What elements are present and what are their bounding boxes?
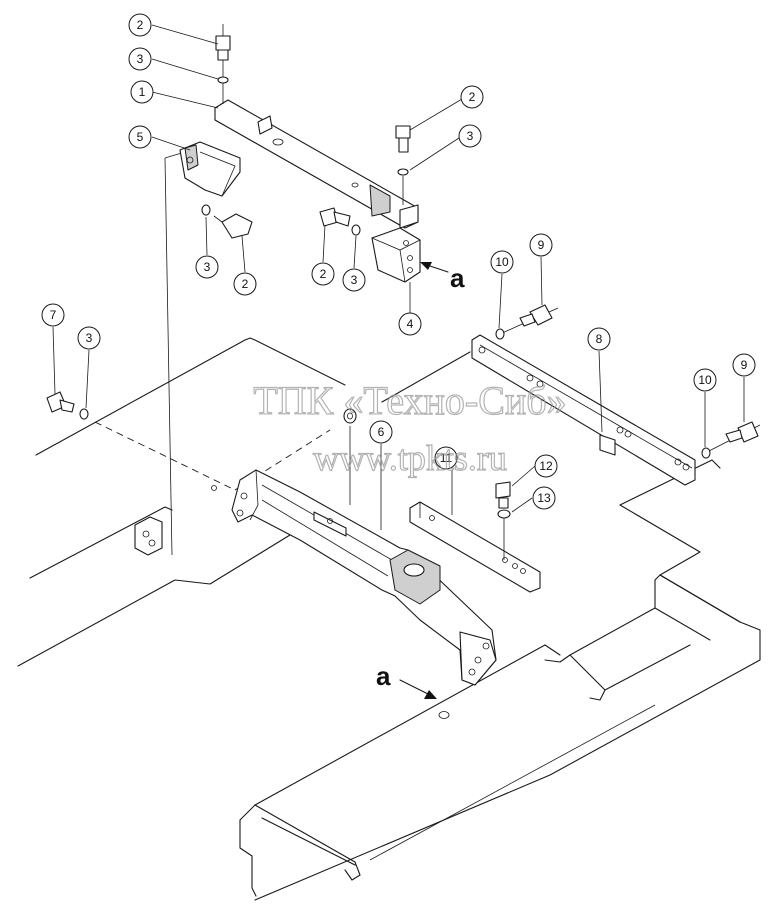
part-1-bracket [214,99,419,229]
part-4-block [371,227,421,283]
svg-text:3: 3 [137,52,144,66]
view-arrow-a-lower: a [376,661,437,699]
callout-7: 7 [41,303,65,327]
callout-2-top: 2 [128,13,152,37]
callout-9-lower: 9 [732,353,756,377]
view-letter-a-lower: a [376,661,391,691]
hidden-lines [94,421,331,491]
part-6-crossmember [231,469,497,686]
svg-text:12: 12 [539,459,553,473]
svg-text:9: 9 [538,238,545,252]
bolt-upper-2 [215,24,231,104]
callout-1: 1 [130,80,154,104]
part-5-bracket [179,141,241,197]
callout-bubbles: 2 3 1 5 2 3 3 2 2 3 4 7 3 10 9 8 10 9 6 … [41,13,756,510]
callout-3-right: 3 [458,124,482,148]
svg-text:7: 7 [50,308,57,322]
watermark: ТПК «Техно-Сиб» www.tpkts.ru [253,377,568,478]
callout-leaders [52,24,745,530]
callout-12: 12 [534,454,558,478]
svg-text:3: 3 [467,129,474,143]
watermark-url: www.tpkts.ru [313,438,507,478]
callout-5: 5 [128,125,152,149]
bolt-9-upper [495,304,559,340]
svg-text:3: 3 [351,273,358,287]
callout-8: 8 [587,327,611,351]
frame-bracket [134,516,163,556]
callout-10-upper: 10 [490,250,514,274]
svg-text:2: 2 [469,90,476,104]
bolt-12-13 [495,481,511,560]
svg-text:11: 11 [440,451,453,465]
callout-2-right: 2 [460,85,484,109]
svg-text:4: 4 [407,317,414,331]
svg-text:2: 2 [320,267,327,281]
svg-text:2: 2 [242,277,249,291]
svg-text:3: 3 [204,260,211,274]
callout-13: 13 [532,486,556,510]
part-8-bracket [471,334,696,486]
callout-11: 11 [434,446,458,470]
part-11-strap [409,470,541,593]
svg-text:8: 8 [596,332,603,346]
svg-text:9: 9 [741,358,748,372]
svg-text:5: 5 [137,130,144,144]
callout-4: 4 [398,312,422,336]
svg-text:1: 1 [139,85,146,99]
callout-2-mid: 2 [311,262,335,286]
svg-text:10: 10 [698,373,712,387]
callout-9-upper: 9 [529,233,553,257]
callout-3-left: 3 [77,326,101,350]
bolt-left-of-4 [319,207,361,236]
bolt-7 [46,391,357,505]
svg-text:3: 3 [86,331,93,345]
bolt-under-5 [201,204,253,239]
view-letter-a-upper: a [450,263,465,293]
frame-outline [17,337,761,901]
svg-text:6: 6 [378,425,385,439]
callout-3-mid-left: 3 [195,255,219,279]
callout-10-lower: 10 [693,368,717,392]
watermark-company: ТПК «Техно-Сиб» [253,378,566,423]
svg-text:10: 10 [495,255,509,269]
leader-line-5 [164,157,173,556]
bolt-right-2 [395,125,411,205]
bolt-9-lower [701,421,761,459]
svg-text:13: 13 [537,491,551,505]
view-arrow-a-right: a [420,262,465,293]
callout-3-top: 3 [128,47,152,71]
svg-text:2: 2 [137,18,144,32]
callout-2-mid-left: 2 [233,272,257,296]
callout-3-mid: 3 [342,268,366,292]
callout-6: 6 [369,420,393,444]
